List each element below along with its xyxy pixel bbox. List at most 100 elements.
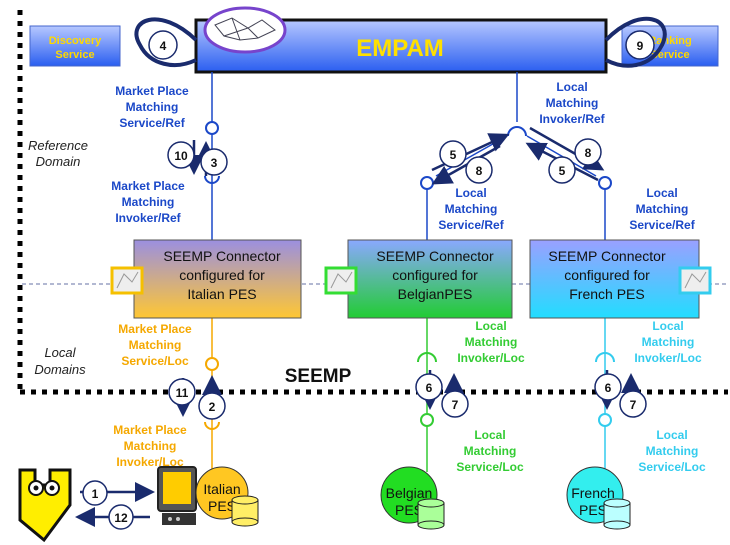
belgian-service-ref-line3: Service/Ref bbox=[438, 218, 504, 232]
french-invoker-loc-socket bbox=[595, 352, 615, 363]
french-connector-box[interactable] bbox=[529, 239, 700, 319]
belgian-service-ref-line2: Matching bbox=[445, 202, 498, 216]
french-service-ref-line1: Local bbox=[646, 186, 677, 200]
french-database-icon bbox=[603, 498, 631, 530]
french-service-loc-line2: Matching bbox=[646, 444, 699, 458]
mp-invoker-ref-socket bbox=[204, 175, 220, 184]
belgian-connector-line3: BelgianPES bbox=[398, 286, 473, 302]
french-connector-line3: French PES bbox=[569, 286, 644, 302]
italian-pes-line1: Italian bbox=[203, 481, 240, 497]
user-icon bbox=[18, 468, 72, 543]
belgian-service-ref-ball bbox=[420, 176, 434, 190]
ranking-service-line1: Ranking bbox=[648, 35, 691, 47]
mp-service-ref-line2: Matching bbox=[126, 100, 179, 114]
belgian-connector-line2: configured for bbox=[392, 267, 478, 283]
step-badge-12: 12 bbox=[114, 511, 128, 525]
french-invoker-loc-line3: Invoker/Loc bbox=[634, 351, 702, 365]
french-pes-line2: PES bbox=[579, 502, 607, 518]
belgian-connector-line1: SEEMP Connector bbox=[376, 248, 494, 264]
french-connector-line1: SEEMP Connector bbox=[548, 248, 666, 264]
mp-invoker-ref-line1: Market Place bbox=[111, 179, 185, 193]
interface-symbols bbox=[204, 121, 615, 430]
italian-database-icon bbox=[231, 495, 259, 527]
step-badge-4: 4 bbox=[160, 39, 167, 53]
step-badge-11: 11 bbox=[176, 386, 189, 400]
belgian-service-loc-line2: Matching bbox=[464, 444, 517, 458]
belgian-service-ref-line1: Local bbox=[455, 186, 486, 200]
mp-invoker-loc-socket bbox=[204, 421, 220, 430]
local-domains-line1: Local bbox=[44, 345, 76, 360]
italian-connector-line2: configured for bbox=[179, 267, 265, 283]
local-domains-line2: Domains bbox=[34, 362, 86, 377]
local-invoker-ref-line1: Local bbox=[556, 80, 587, 94]
french-connector-line2: configured for bbox=[564, 267, 650, 283]
mp-service-loc-line2: Matching bbox=[129, 338, 182, 352]
belgian-connector-box[interactable] bbox=[347, 239, 513, 319]
italian-connector-line1: SEEMP Connector bbox=[163, 248, 281, 264]
step-badge-5-french: 5 bbox=[559, 164, 566, 178]
french-service-loc-line3: Service/Loc bbox=[638, 460, 706, 474]
belgian-invoker-loc-line2: Matching bbox=[465, 335, 518, 349]
belgian-service-loc-line3: Service/Loc bbox=[456, 460, 524, 474]
discovery-service-line1: Discovery bbox=[49, 35, 102, 47]
french-invoker-loc-line2: Matching bbox=[642, 335, 695, 349]
mp-service-loc-line1: Market Place bbox=[118, 322, 192, 336]
french-service-ref-ball bbox=[598, 176, 612, 190]
step-badge-5-belgian: 5 bbox=[450, 148, 457, 162]
belgian-service-loc-line1: Local bbox=[474, 428, 505, 442]
network-globe-icon bbox=[203, 6, 287, 54]
french-service-ref-line3: Service/Ref bbox=[629, 218, 695, 232]
french-pes-line1: French bbox=[571, 485, 615, 501]
belgian-invoker-loc-line1: Local bbox=[475, 319, 506, 333]
mp-invoker-ref-line3: Invoker/Ref bbox=[115, 211, 181, 225]
mp-invoker-ref-line2: Matching bbox=[122, 195, 175, 209]
belgian-service-loc-ball bbox=[420, 413, 434, 427]
belgian-database-icon bbox=[417, 498, 445, 530]
local-invoker-ref-socket bbox=[507, 126, 527, 137]
step-badge-6-french: 6 bbox=[605, 381, 612, 395]
monitor-icon bbox=[157, 466, 197, 525]
seemp-label: SEEMP bbox=[285, 366, 352, 387]
mp-service-loc-line3: Service/Loc bbox=[121, 354, 189, 368]
step-badge-8-french: 8 bbox=[585, 146, 592, 160]
step-badge-9: 9 bbox=[637, 39, 644, 53]
belgian-invoker-loc-socket bbox=[417, 352, 437, 363]
french-service-loc-ball bbox=[598, 413, 612, 427]
ranking-service-line2: Service bbox=[650, 49, 689, 61]
french-network-thumbnail-icon bbox=[678, 266, 712, 295]
step-badge-7-belgian: 7 bbox=[452, 398, 459, 412]
step-badge-3: 3 bbox=[211, 156, 218, 170]
italian-network-thumbnail-icon bbox=[110, 266, 144, 295]
empam-title: EMPAM bbox=[356, 35, 444, 62]
mp-invoker-loc-line3: Invoker/Loc bbox=[116, 455, 184, 469]
italian-pes-line2: PES bbox=[208, 498, 236, 514]
mp-service-loc-ball bbox=[205, 357, 219, 371]
reference-domain-line1: Reference bbox=[28, 138, 88, 153]
reference-domain-line2: Domain bbox=[36, 154, 81, 169]
discovery-service-box[interactable] bbox=[29, 25, 121, 67]
step-badge-2: 2 bbox=[209, 400, 216, 414]
mp-invoker-loc-line2: Matching bbox=[124, 439, 177, 453]
discovery-loop-arrow bbox=[134, 17, 198, 67]
french-service-loc-line1: Local bbox=[656, 428, 687, 442]
mp-service-ref-ball bbox=[205, 121, 219, 135]
belgian-invoker-loc-line3: Invoker/Loc bbox=[457, 351, 525, 365]
step-badge-8-belgian: 8 bbox=[476, 164, 483, 178]
belgian-network-thumbnail-icon bbox=[324, 266, 358, 295]
domain-boundary bbox=[17, 10, 728, 395]
italian-connector-box[interactable] bbox=[133, 239, 302, 319]
step-badge-6-belgian: 6 bbox=[426, 381, 433, 395]
french-invoker-loc-line1: Local bbox=[652, 319, 683, 333]
step-badge-10: 10 bbox=[174, 149, 188, 163]
mp-service-ref-line3: Service/Ref bbox=[119, 116, 185, 130]
step-badge-1: 1 bbox=[92, 487, 99, 501]
italian-connector-line3: Italian PES bbox=[187, 286, 256, 302]
french-service-ref-line2: Matching bbox=[636, 202, 689, 216]
step-badges: 4 9 10 3 5 8 8 5 11 2 6 7 6 7 1 12 bbox=[82, 30, 655, 530]
belgian-pes-line1: Belgian bbox=[386, 485, 433, 501]
mp-invoker-loc-line1: Market Place bbox=[113, 423, 187, 437]
local-invoker-ref-line2: Matching bbox=[546, 96, 599, 110]
belgian-pes-line2: PES bbox=[395, 502, 423, 518]
